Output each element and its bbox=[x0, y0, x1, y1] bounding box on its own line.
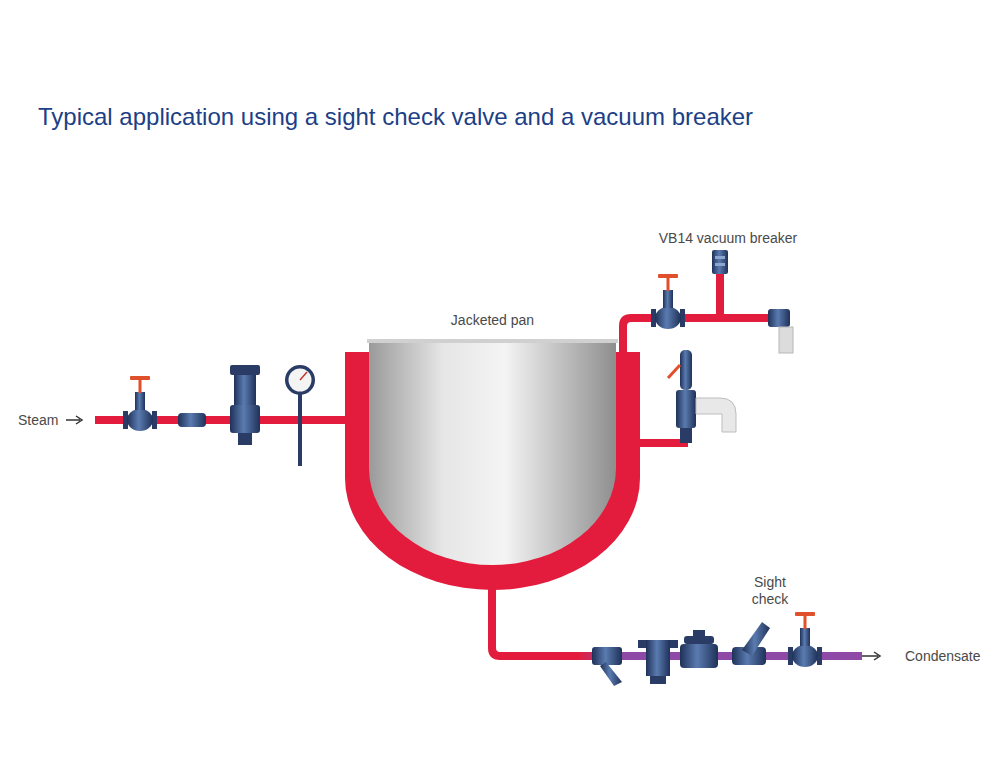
vent-pipe bbox=[623, 318, 785, 352]
part-label: VB14 vacuum breaker bbox=[659, 230, 798, 247]
vacuum-breaker bbox=[712, 250, 728, 274]
air-vent bbox=[768, 309, 793, 353]
pressure-reducing-valve bbox=[230, 365, 260, 445]
stop-valve bbox=[123, 376, 157, 431]
drain-pipe bbox=[492, 588, 580, 656]
steam-trap bbox=[680, 630, 718, 668]
part-label: Condensate bbox=[905, 648, 981, 665]
sight-glass bbox=[638, 640, 678, 684]
pressure-gauge bbox=[285, 365, 315, 466]
strainer bbox=[592, 647, 622, 686]
pan-vessel bbox=[369, 342, 616, 565]
sight-check-valve bbox=[732, 622, 770, 665]
part-label: Steam bbox=[18, 412, 58, 429]
flow-arrow bbox=[66, 416, 82, 424]
vessel: Jacketed pan bbox=[345, 300, 640, 592]
part-label: Sight check bbox=[740, 574, 800, 608]
stop-valve bbox=[788, 612, 822, 667]
flow-arrow bbox=[862, 652, 880, 660]
isolation-valve bbox=[651, 274, 685, 329]
separator bbox=[178, 413, 206, 427]
diagram-title: Typical application using a sight check … bbox=[38, 103, 753, 131]
vessel-label: Jacketed pan bbox=[345, 312, 640, 329]
safety-valve bbox=[668, 350, 736, 443]
